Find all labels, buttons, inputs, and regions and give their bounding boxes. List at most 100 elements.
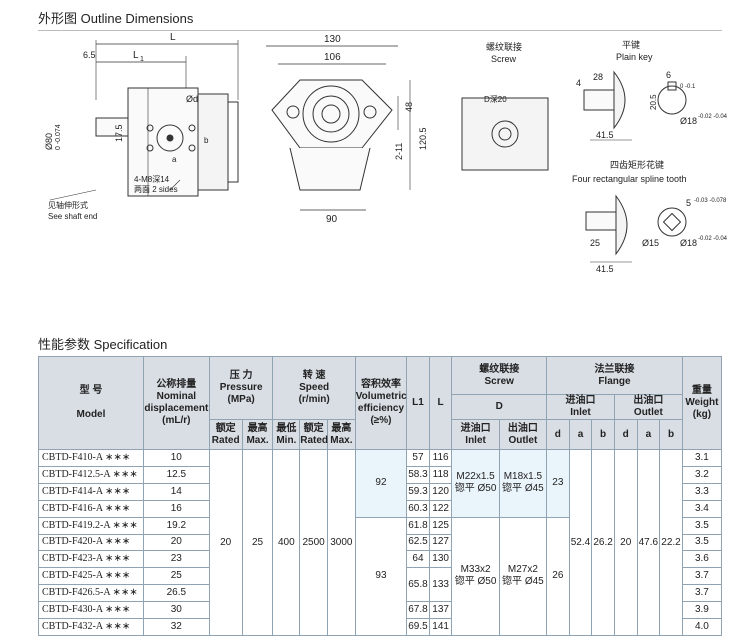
cell-disp: 16: [142, 499, 210, 518]
cell-disp: 23: [142, 550, 210, 569]
cell-l: 122: [428, 499, 453, 518]
spline-41-5: 41.5: [596, 264, 614, 274]
cell-disp: 30: [142, 601, 210, 620]
key-6: 6: [666, 70, 671, 80]
cell-l1: 64: [406, 550, 430, 569]
table-row-model: CBTD-F412.5-A ∗∗∗: [38, 465, 144, 484]
cell-disp: 12.5: [142, 465, 210, 484]
cell-min-s: 400: [272, 449, 301, 636]
cell-weight: 3.7: [681, 567, 723, 586]
spline-cn: 四齿矩形花键: [610, 159, 664, 170]
dim-l1-sub: 1: [140, 56, 144, 63]
cell-weight: 3.1: [681, 449, 723, 467]
side-view: [49, 40, 239, 201]
cell-weight: 3.2: [681, 465, 723, 484]
cell-l1: 67.8: [406, 601, 430, 620]
cell-l: 141: [428, 618, 453, 636]
cell-f-out-d: 20: [613, 449, 638, 636]
cell-l: 125: [428, 516, 453, 535]
dim-shaft-tol: 0 -0.074: [55, 124, 62, 150]
cell-l1: 62.5: [406, 533, 430, 552]
dim-l1: L: [133, 50, 139, 61]
screw-view: [461, 97, 549, 171]
key-tol: -0.02 -0.04: [698, 114, 728, 120]
see-shaft-cn: 见轴伸形式: [48, 200, 88, 210]
th-l1: L1: [406, 356, 430, 450]
cell-max-s: 3000: [326, 449, 356, 636]
spline-view: [585, 194, 687, 263]
table-row-model: CBTD-F432-A ∗∗∗: [38, 618, 144, 636]
key-41-5: 41.5: [596, 130, 614, 140]
cell-max-p: 25: [241, 449, 274, 636]
th-sub-a2: a: [636, 419, 661, 450]
key-cn: 平键: [622, 39, 640, 50]
outline-title: 外形图 Outline Dimensions: [38, 11, 194, 26]
cell-l: 118: [428, 465, 453, 484]
dim-2-11: 2-11: [394, 143, 404, 160]
cell-weight: 3.7: [681, 584, 723, 603]
cell-l: 116: [428, 449, 453, 467]
cell-rated-p: 20: [208, 449, 243, 636]
cell-eff-bot: 93: [354, 516, 408, 637]
th-sub-b2: b: [659, 419, 683, 450]
table-row-model: CBTD-F425-A ∗∗∗: [38, 567, 144, 586]
cell-l1: 65.8: [406, 567, 430, 603]
cell-weight: 3.4: [681, 499, 723, 518]
dim-l: L: [170, 32, 176, 43]
cell-f-in-a: 52.4: [568, 449, 593, 636]
cell-eff-top: 92: [354, 449, 408, 518]
screw-cn: 螺纹联接: [486, 41, 522, 52]
holes-note-2: 两面 2 sides: [134, 185, 178, 194]
cell-f-out-b: 22.2: [659, 449, 683, 636]
dim-od: Ød: [186, 94, 198, 104]
spline-5: 5: [686, 198, 691, 208]
dim-90: 90: [326, 214, 338, 225]
screw-en: Screw: [491, 54, 517, 64]
th-sub-d1: d: [546, 419, 570, 450]
dim-shaft-dia: Ø80: [44, 133, 54, 150]
cell-l1: 69.5: [406, 618, 430, 636]
table-row-model: CBTD-F410-A ∗∗∗: [38, 449, 144, 467]
cell-disp: 26.5: [142, 584, 210, 603]
th-l: L: [428, 356, 453, 450]
spline-18: Ø18: [680, 238, 697, 248]
th-sub-d2: d: [613, 419, 638, 450]
screw-d: D深20: [484, 95, 507, 104]
table-row-model: CBTD-F416-A ∗∗∗: [38, 499, 144, 518]
spline-15: Ø15: [642, 238, 659, 248]
holes-note: 4-M8深14: [134, 175, 170, 184]
dim-17-5: 17.5: [114, 124, 124, 142]
spline-en: Four rectangular spline tooth: [572, 174, 687, 184]
cell-l: 133: [428, 567, 453, 603]
spline-tol: -0.02 -0.04: [698, 236, 728, 242]
cell-l1: 57: [406, 449, 430, 467]
cell-f-in-d-bot: 26: [546, 516, 570, 637]
key-20-5: 20.5: [649, 94, 658, 110]
spline-25: 25: [590, 238, 600, 248]
cell-weight: 3.9: [681, 601, 723, 620]
th-d: D: [451, 394, 548, 420]
cell-weight: 4.0: [681, 618, 723, 636]
cell-f-in-b: 26.2: [591, 449, 615, 636]
table-row-model: CBTD-F419.2-A ∗∗∗: [38, 516, 144, 535]
spline-tol5: -0.03 -0.078: [694, 198, 727, 204]
dim-a: a: [172, 155, 177, 164]
th-sub-a1: a: [568, 419, 593, 450]
